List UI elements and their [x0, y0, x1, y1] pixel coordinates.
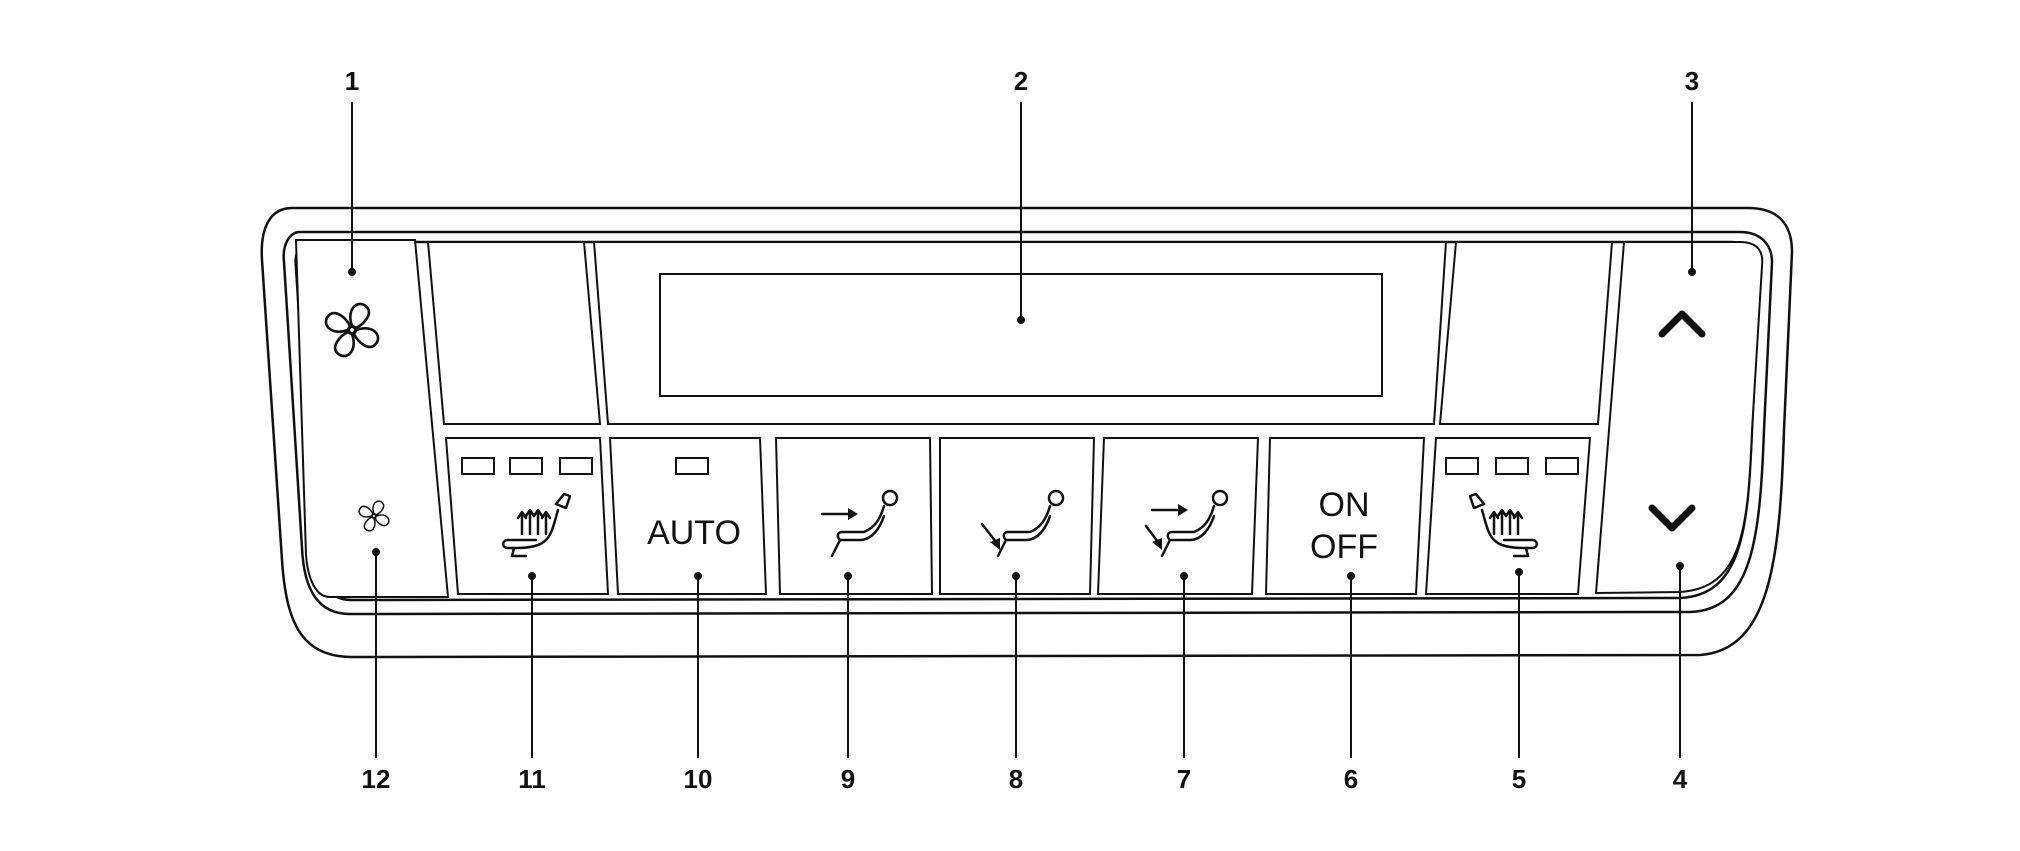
seat-heat-right-level-1	[1445, 457, 1479, 475]
seat-heat-right-level-3	[1545, 457, 1579, 475]
heated-seat-icon	[502, 492, 572, 558]
auto-label: AUTO	[647, 514, 741, 552]
power-button[interactable]: ON OFF	[1264, 437, 1426, 595]
mode-floor-button[interactable]	[939, 437, 1096, 595]
seat-heat-left-level-2	[509, 457, 543, 475]
callout-4: 4	[1673, 764, 1688, 794]
callout-leaders	[348, 102, 1696, 758]
callout-1: 1	[345, 66, 359, 96]
callout-5: 5	[1512, 764, 1526, 794]
mode-bilevel-button[interactable]	[1096, 437, 1260, 595]
chevron-down-icon[interactable]	[1648, 504, 1696, 532]
seat-heat-right-button[interactable]	[1424, 437, 1592, 595]
left-upper-blank-panel	[426, 241, 602, 425]
seat-heat-left-level-1	[461, 457, 495, 475]
callout-8: 8	[1009, 764, 1023, 794]
heated-seat-icon	[1468, 492, 1538, 558]
fan-control-panel	[294, 239, 450, 598]
vent-face-icon	[820, 489, 899, 558]
mode-face-button[interactable]	[774, 437, 934, 595]
callout-9: 9	[841, 764, 855, 794]
callout-6: 6	[1344, 764, 1358, 794]
seat-heat-left-button[interactable]	[444, 437, 610, 595]
right-upper-blank-panel	[1438, 241, 1614, 425]
callout-12: 12	[362, 764, 391, 794]
callout-7: 7	[1177, 764, 1191, 794]
chevron-up-icon[interactable]	[1658, 310, 1706, 338]
power-label-off: OFF	[1310, 528, 1378, 566]
vent-floor-icon	[980, 489, 1065, 558]
vent-bilevel-icon	[1144, 489, 1229, 558]
seat-heat-right-level-2	[1495, 457, 1529, 475]
auto-indicator	[675, 457, 709, 475]
callout-11: 11	[518, 764, 546, 794]
auto-button[interactable]: AUTO	[608, 437, 768, 595]
callout-10: 10	[684, 764, 713, 794]
callout-numbers: 1 2 3 4 5 6 7 8 9 10 11 12	[345, 66, 1699, 794]
power-label-on: ON	[1319, 486, 1370, 524]
seat-heat-left-level-3	[559, 457, 593, 475]
callout-2: 2	[1014, 66, 1028, 96]
callout-3: 3	[1685, 66, 1699, 96]
temperature-control-panel	[1594, 241, 1764, 595]
